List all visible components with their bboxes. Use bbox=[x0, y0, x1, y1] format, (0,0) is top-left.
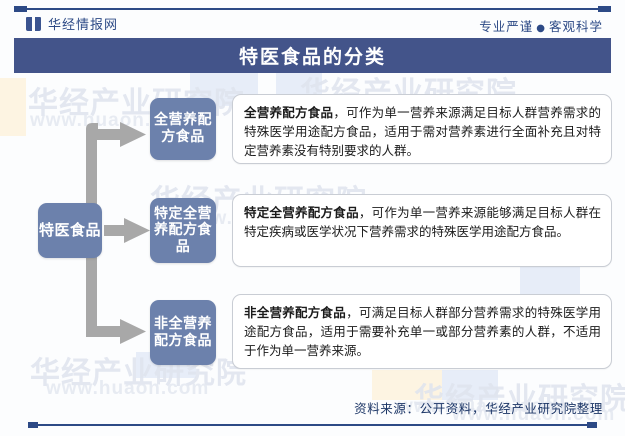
page-title: 特医食品的分类 bbox=[238, 46, 386, 68]
tagline-separator-icon: ● bbox=[536, 23, 546, 34]
top-accent-rule bbox=[14, 6, 611, 12]
tagline: 专业严谨●客观科学 bbox=[479, 16, 603, 35]
book-icon bbox=[26, 16, 41, 31]
description-body-2: ，可作为单一营养来源能够满足目标人群在特定疾病或医学状况下营养需求的特殊医学用途… bbox=[244, 205, 601, 239]
bottom-accent-rule bbox=[28, 422, 597, 428]
category-node-3[interactable]: 非全营养配方食品 bbox=[150, 300, 216, 365]
description-term-2: 特定全营养配方食品 bbox=[244, 205, 359, 220]
classification-diagram: 特医食品 全营养配方食品 特定全营养配方食品 非全营养配方食品 全营养配方食品，… bbox=[0, 78, 625, 388]
description-term-1: 全营养配方食品 bbox=[244, 105, 334, 120]
title-banner: 特医食品的分类 bbox=[14, 38, 611, 73]
description-body-1: ，可作为单一营养来源满足目标人群营养需求的特殊医学用途配方食品，适用于需对营养素… bbox=[244, 105, 601, 158]
tagline-right: 客观科学 bbox=[548, 19, 603, 34]
description-card-1: 全营养配方食品，可作为单一营养来源满足目标人群营养需求的特殊医学用途配方食品，适… bbox=[232, 94, 612, 164]
brand-logo: 华经情报网 bbox=[26, 14, 118, 33]
brand-name: 华经情报网 bbox=[48, 18, 119, 33]
description-body-3: ，可满足目标人群部分营养需求的特殊医学用途配方食品，适用于需要补充单一或部分营养… bbox=[244, 305, 601, 358]
source-note: 资料来源：公开资料，华经产业研究院整理 bbox=[354, 401, 603, 416]
root-node[interactable]: 特医食品 bbox=[38, 203, 102, 258]
description-card-3: 非全营养配方食品，可满足目标人群部分营养需求的特殊医学用途配方食品，适用于需要补… bbox=[232, 294, 612, 369]
category-node-1[interactable]: 全营养配方食品 bbox=[150, 98, 216, 160]
description-term-3: 非全营养配方食品 bbox=[244, 305, 347, 320]
description-card-2: 特定全营养配方食品，可作为单一营养来源能够满足目标人群在特定疾病或医学状况下营养… bbox=[232, 194, 612, 267]
brand-row: 华经情报网 专业严谨●客观科学 bbox=[0, 12, 625, 38]
category-node-2[interactable]: 特定全营养配方食品 bbox=[150, 198, 216, 263]
tagline-left: 专业严谨 bbox=[479, 19, 534, 34]
